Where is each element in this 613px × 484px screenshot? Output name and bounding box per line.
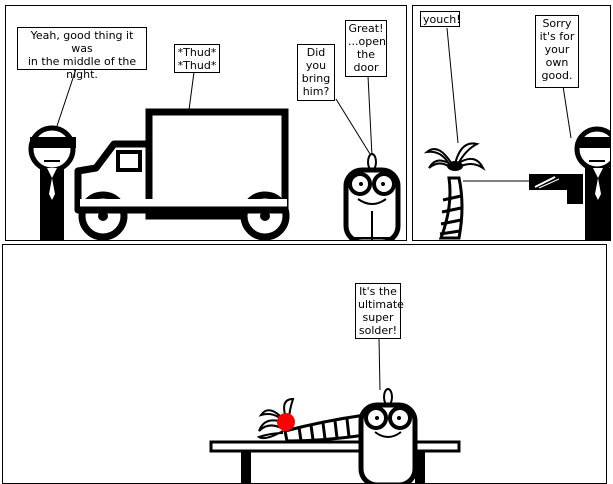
truck-speech-tail	[188, 71, 195, 111]
agent-speech-bubble: Yeah, good thing it was in the middle of…	[17, 27, 147, 81]
panel-2-artwork	[423, 27, 610, 240]
palm-tree-creature	[256, 397, 367, 443]
truck-drawing	[74, 108, 290, 240]
red-nose	[277, 413, 295, 431]
scientist-speech-bubble: Great! ...open the door	[345, 20, 387, 77]
tree-speech-tail	[446, 27, 459, 144]
panel-3-artwork	[209, 337, 461, 483]
question-speech-tail	[335, 98, 371, 155]
agent-speech-tail-2	[562, 85, 572, 139]
panel-1-artwork	[28, 68, 401, 240]
agent-speech-bubble-2: Sorry it's for your own good.	[535, 15, 579, 88]
scientist-speech-tail-3	[378, 337, 381, 391]
youch-speech-bubble: youch!	[420, 11, 461, 27]
ray-gun	[529, 174, 583, 204]
scientist-speech-tail	[367, 75, 373, 157]
scientist-figure-3	[358, 388, 418, 483]
comic-panel-3: It's the ultimate super solder!	[2, 244, 607, 484]
agent-figure	[28, 125, 76, 240]
agent-speech-tail	[55, 68, 77, 130]
agent-figure-2	[574, 126, 610, 240]
comic-panel-1: Yeah, good thing it was in the middle of…	[5, 5, 407, 241]
palm-tree-figure	[423, 142, 486, 240]
scientist-speech-bubble-3: It's the ultimate super solder!	[355, 283, 404, 339]
scientist-figure	[343, 153, 401, 240]
thud-sound-bubble: *Thud* *Thud*	[174, 44, 220, 73]
lab-table	[209, 440, 461, 483]
question-speech-bubble: Did you bring him?	[297, 44, 335, 101]
comic-panel-2: youch! Sorry it's for your own good.	[412, 5, 611, 241]
